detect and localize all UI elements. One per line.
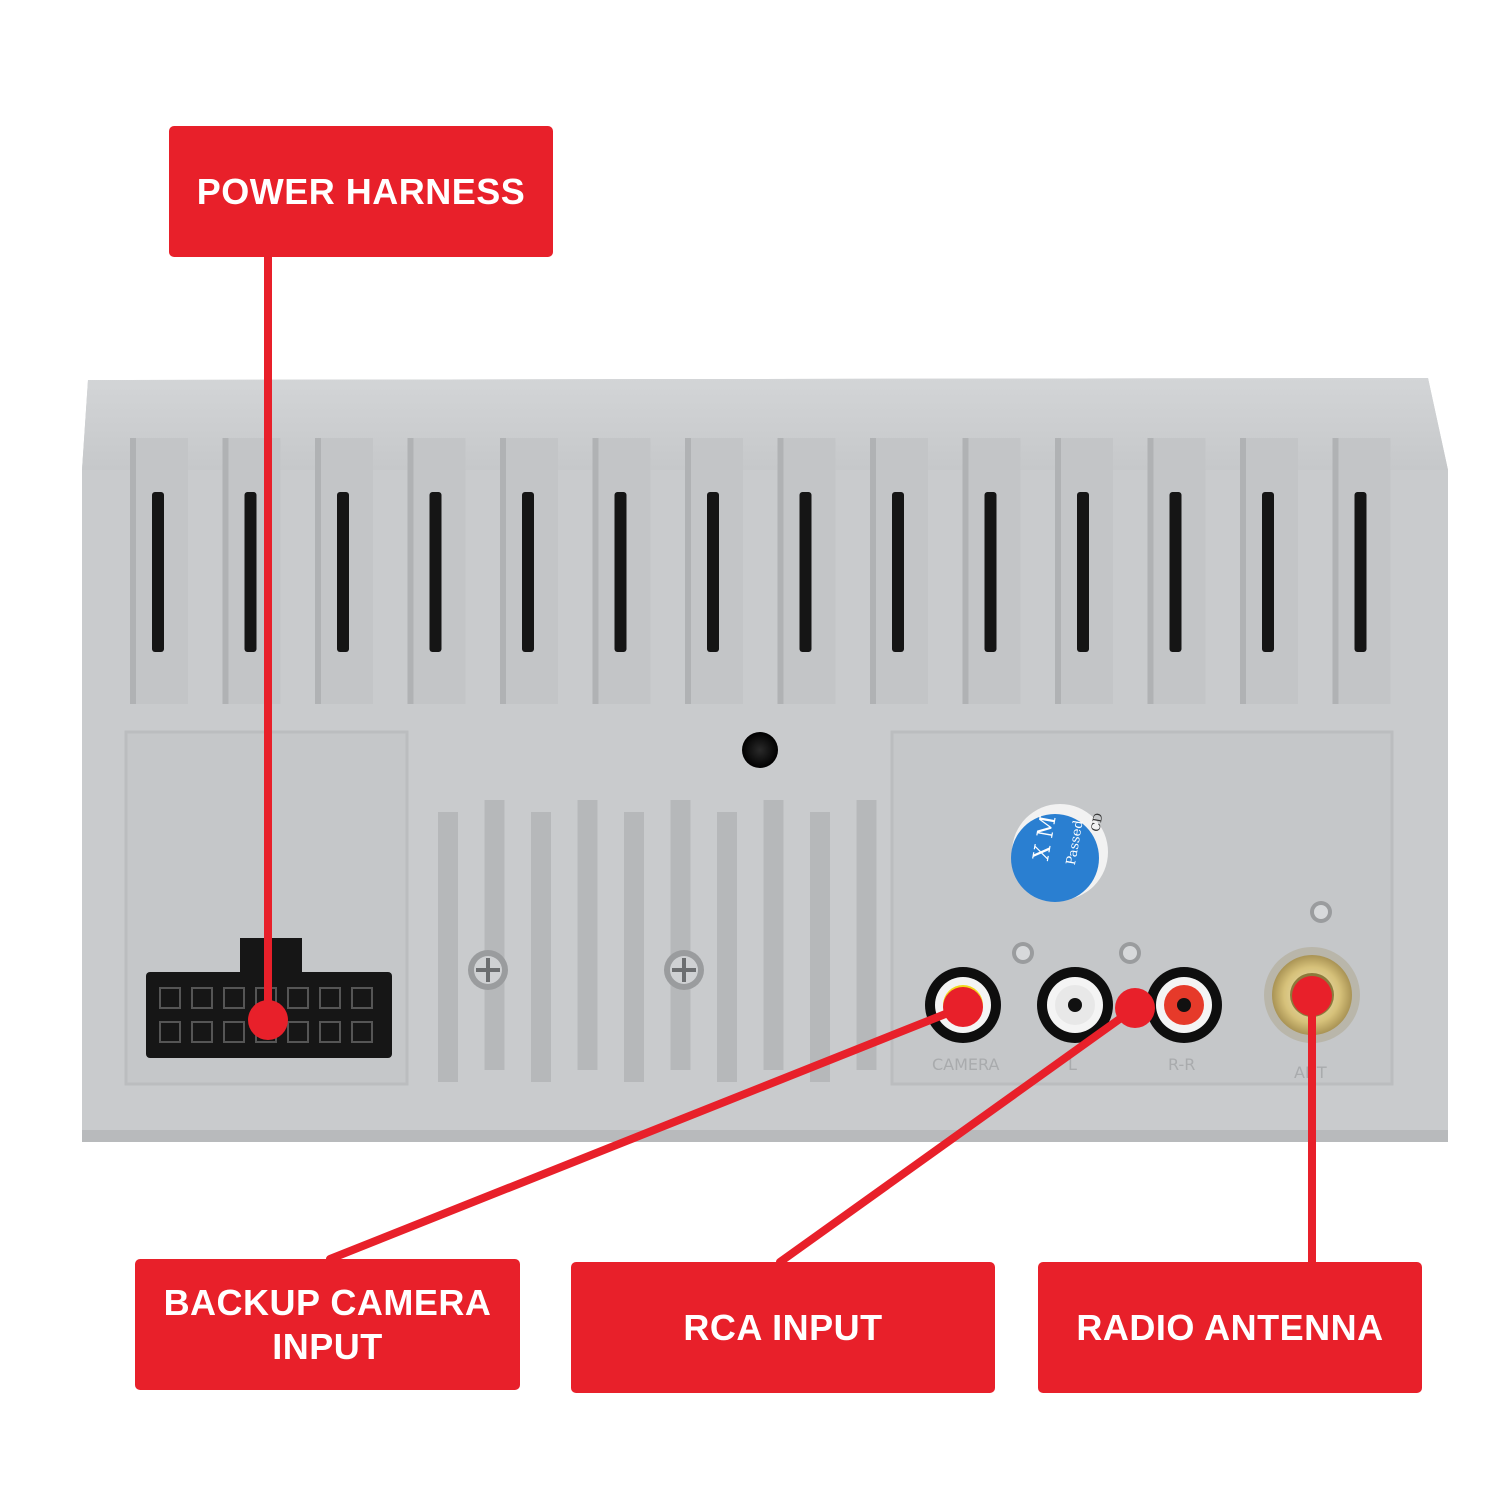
fin-slot	[429, 492, 442, 652]
callout-lines	[264, 253, 1316, 1266]
fin-slot	[152, 492, 164, 652]
xm-sticker: X M Passed CD	[1011, 804, 1108, 902]
label-power-harness: POWER HARNESS	[169, 126, 553, 257]
sticker-text-corner: CD	[1088, 812, 1105, 833]
vent-bar	[717, 812, 737, 1082]
fin-shade	[315, 438, 321, 704]
label-backup-camera-line1: BACKUP CAMERA	[163, 1282, 492, 1324]
vent-bar	[438, 812, 458, 1082]
fin-shade	[870, 438, 876, 704]
connector-pin	[351, 987, 373, 1009]
callout-dot-backup	[943, 987, 983, 1027]
vent-bar	[670, 800, 691, 1070]
fin-shade	[685, 438, 691, 704]
port-label-right: R-R	[1168, 1055, 1195, 1074]
fin-slot	[799, 492, 812, 652]
fin-shade	[1240, 438, 1246, 704]
vent-bar	[856, 800, 877, 1070]
rca-jack-right	[1146, 967, 1222, 1043]
vent-bar	[531, 812, 551, 1082]
connector-pin	[223, 987, 245, 1009]
fin-shade	[1055, 438, 1061, 704]
fin-slot	[707, 492, 719, 652]
connector-pin	[159, 1021, 181, 1043]
label-rca-input-text: RCA INPUT	[683, 1306, 883, 1348]
connector-pin	[191, 987, 213, 1009]
screw-left	[468, 950, 508, 990]
fin-shade	[222, 438, 229, 704]
fin-slot	[614, 492, 627, 652]
connector-pin	[319, 987, 341, 1009]
rca-jack-left	[1037, 967, 1113, 1043]
fin-slot	[337, 492, 349, 652]
fin-slot	[1354, 492, 1367, 652]
fin-slot	[892, 492, 904, 652]
fin-slot	[522, 492, 534, 652]
label-radio-antenna: RADIO ANTENNA	[1038, 1262, 1422, 1393]
connector-pin	[287, 1021, 309, 1043]
screw-center	[664, 950, 704, 990]
screw-small-1	[1012, 942, 1034, 964]
connector-pin	[191, 1021, 213, 1043]
connector-pin	[351, 1021, 373, 1043]
fin-shade	[777, 438, 784, 704]
vent-bar	[763, 800, 784, 1070]
screw-small-2	[1119, 942, 1141, 964]
port-label-left: L	[1068, 1055, 1077, 1074]
fin-shade	[962, 438, 969, 704]
vent-bar	[484, 800, 505, 1070]
label-backup-camera-line2: INPUT	[272, 1325, 383, 1367]
port-label-camera: CAMERA	[932, 1055, 1000, 1074]
fin-shade	[1147, 438, 1154, 704]
label-power-harness-text: POWER HARNESS	[196, 170, 526, 212]
callout-dot-rca	[1115, 988, 1155, 1028]
label-radio-antenna-text: RADIO ANTENNA	[1076, 1306, 1384, 1348]
label-backup-camera-input: BACKUP CAMERA INPUT	[135, 1259, 520, 1390]
vent-bar	[624, 812, 644, 1082]
connector-pin	[159, 987, 181, 1009]
vent-bar	[577, 800, 598, 1070]
screw-small-3	[1310, 901, 1332, 923]
fin-slot	[1077, 492, 1089, 652]
callout-line-rca	[776, 1004, 1139, 1266]
label-rca-input: RCA INPUT	[571, 1262, 995, 1393]
fin-shade	[500, 438, 506, 704]
fin-slot	[1169, 492, 1182, 652]
center-vent-grille	[438, 800, 877, 1082]
callout-dot-antenna	[1292, 976, 1332, 1016]
connector-pin	[223, 1021, 245, 1043]
callout-dot-power	[248, 1000, 288, 1040]
mount-hole	[742, 732, 778, 768]
fin-shade	[592, 438, 599, 704]
fin-shade	[407, 438, 414, 704]
fin-shade	[130, 438, 136, 704]
connector-pin	[287, 987, 309, 1009]
fin-slot	[1262, 492, 1274, 652]
vent-bar	[810, 812, 830, 1082]
callout-dots	[248, 976, 1332, 1040]
fin-slot	[984, 492, 997, 652]
fin-slot	[244, 492, 257, 652]
connector-pin	[319, 1021, 341, 1043]
fin-shade	[1332, 438, 1339, 704]
callout-line-backup	[326, 1003, 967, 1263]
